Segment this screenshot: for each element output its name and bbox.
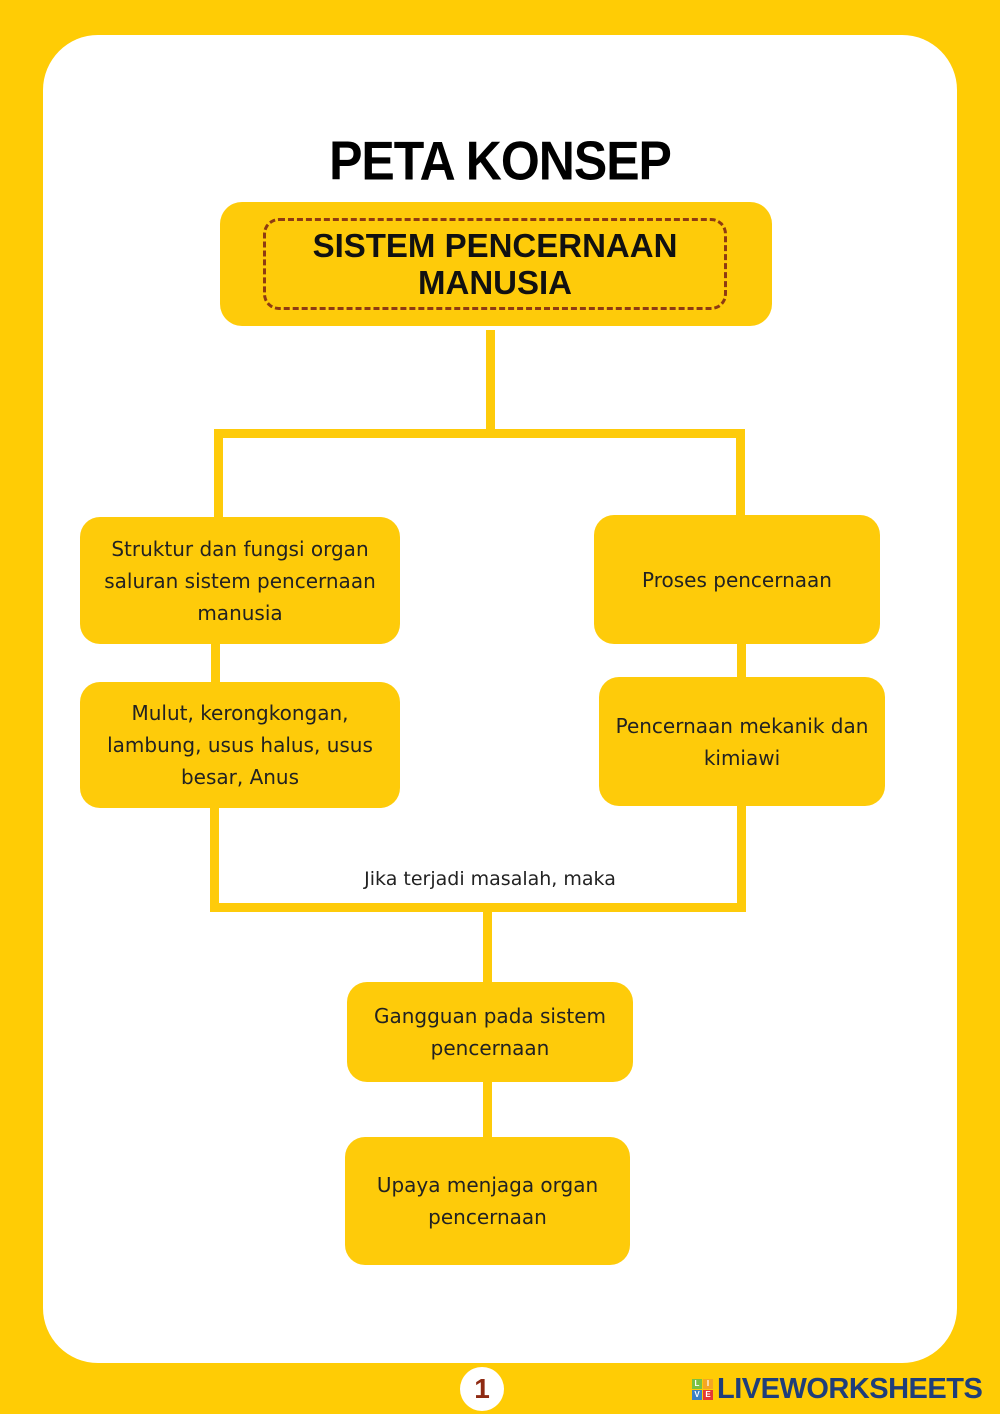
connector-line	[736, 429, 745, 517]
logo-letter: L	[692, 1379, 702, 1389]
connector-line	[214, 429, 223, 519]
live-logo-icon: L I V E	[692, 1379, 713, 1400]
left-box-structure: Struktur dan fungsi organ saluran sistem…	[80, 517, 400, 644]
logo-letter: I	[703, 1379, 713, 1389]
connector-line	[486, 330, 495, 434]
brand-logo: L I V E LIVEWORKSHEETS	[692, 1373, 983, 1406]
logo-letter: E	[703, 1390, 713, 1400]
page-number: 1	[460, 1367, 504, 1411]
main-topic-label: SISTEM PENCERNAAN MANUSIA	[263, 218, 727, 310]
right-box-process: Proses pencernaan	[594, 515, 880, 644]
left-box-organs: Mulut, kerongkongan, lambung, usus halus…	[80, 682, 400, 808]
bottom-box-care: Upaya menjaga organ pencernaan	[345, 1137, 630, 1265]
right-box-mechanical: Pencernaan mekanik dan kimiawi	[599, 677, 885, 806]
connector-line	[214, 429, 745, 438]
connector-line	[483, 1080, 492, 1140]
connector-line	[210, 805, 219, 912]
logo-letter: V	[692, 1390, 702, 1400]
connector-line	[737, 640, 746, 680]
page-title: PETA KONSEP	[329, 130, 672, 192]
brand-name: LIVEWORKSHEETS	[717, 1373, 983, 1405]
bottom-box-disorders: Gangguan pada sistem pencernaan	[347, 982, 633, 1082]
connector-line	[210, 903, 746, 912]
connector-line	[483, 905, 492, 985]
connector-line	[737, 803, 746, 912]
connector-label: Jika terjadi masalah, maka	[364, 868, 616, 890]
connector-line	[211, 640, 220, 685]
main-topic-box: SISTEM PENCERNAAN MANUSIA	[220, 202, 772, 326]
